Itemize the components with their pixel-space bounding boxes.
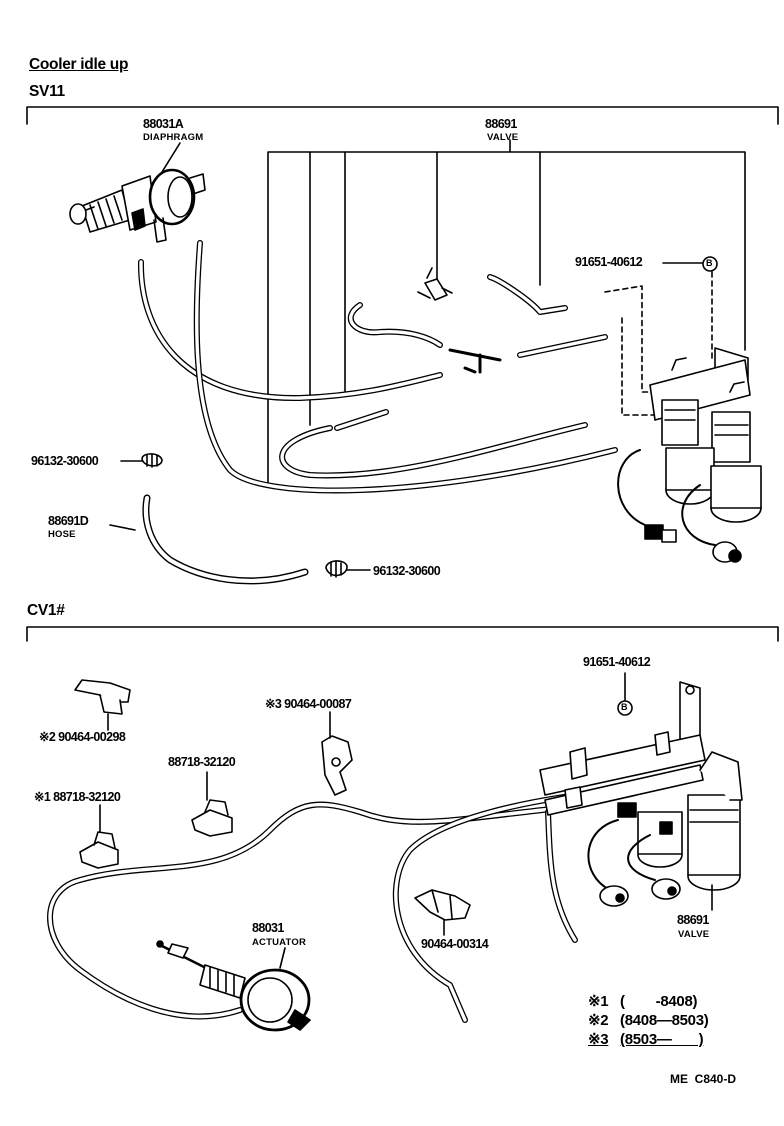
part-number-88718-32120-alt: ※1 88718-32120 <box>34 790 121 804</box>
part-number-88691d: 88691D <box>48 514 89 528</box>
part-number-88691-cv1: 88691 <box>677 913 709 927</box>
part-number-96132-30600-a: 96132-30600 <box>31 454 99 468</box>
note-range-2: (8408—8503) <box>620 1012 709 1029</box>
section-heading-sv11: SV11 <box>29 83 65 100</box>
part-name-valve-cv1: VALVE <box>678 929 710 940</box>
part-number-90464-00087: ※3 90464-00087 <box>265 697 352 711</box>
check-valve-drawing <box>417 267 453 301</box>
hose-clamp-drawing-1 <box>141 453 163 468</box>
hose-clamp-drawing-2 <box>325 560 348 578</box>
valve-callout-bracket <box>267 139 746 485</box>
part-number-88031: 88031 <box>252 921 284 935</box>
sv11-vsv-valve-drawing <box>617 347 762 563</box>
sv11-section-bracket <box>26 106 779 125</box>
part-number-88031a: 88031A <box>143 117 184 131</box>
part-number-91651-40612-cv1: 91651-40612 <box>583 655 651 669</box>
clip-90464-00087-drawing <box>321 735 353 796</box>
note-mark-2: ※2 <box>588 1012 609 1029</box>
clip-90464-00314-drawing <box>414 889 471 921</box>
note-range-1: ( -8408) <box>620 993 698 1010</box>
cv1-vsv-valve-drawing <box>539 681 743 907</box>
callout-circle-cv1 <box>617 700 633 716</box>
clip-88718-32120-drawing <box>191 799 233 837</box>
part-number-90464-00298: ※2 90464-00298 <box>39 730 126 744</box>
note-range-3: (8503— ) <box>620 1031 704 1048</box>
part-number-88718-32120: 88718-32120 <box>168 755 236 769</box>
part-name-hose: HOSE <box>48 529 76 540</box>
sv11-hoses <box>137 240 618 494</box>
t-joint-drawing <box>448 348 502 374</box>
hose-88691d-drawing <box>109 494 309 585</box>
part-number-96132-30600-b: 96132-30600 <box>373 564 441 578</box>
actuator-drawing <box>156 940 311 1032</box>
diagram-title: Cooler idle up <box>29 56 129 73</box>
clip-90464-00298-drawing <box>74 679 131 715</box>
note-mark-1: ※1 <box>588 993 609 1010</box>
part-name-valve-sv11: VALVE <box>487 132 519 143</box>
section-heading-cv1: CV1# <box>27 602 65 619</box>
part-name-diaphragm: DIAPHRAGM <box>143 132 204 143</box>
part-number-90464-00314: 90464-00314 <box>421 937 489 951</box>
cv1-hoses <box>47 787 623 1023</box>
callout-letter-cv1: B <box>621 702 627 712</box>
part-name-actuator: ACTUATOR <box>252 937 307 948</box>
callout-circle-sv11 <box>702 256 718 272</box>
part-number-91651-40612-sv11: 91651-40612 <box>575 255 643 269</box>
callout-letter-sv11: B <box>706 258 712 268</box>
note-mark-3: ※3 <box>588 1031 609 1048</box>
diaphragm-drawing <box>69 168 206 243</box>
cv1-section-bracket <box>26 626 779 642</box>
diagram-code: ME C840-D <box>670 1072 737 1086</box>
clip-88718-32120-alt-drawing <box>79 831 119 869</box>
part-number-88691-sv11: 88691 <box>485 117 517 131</box>
